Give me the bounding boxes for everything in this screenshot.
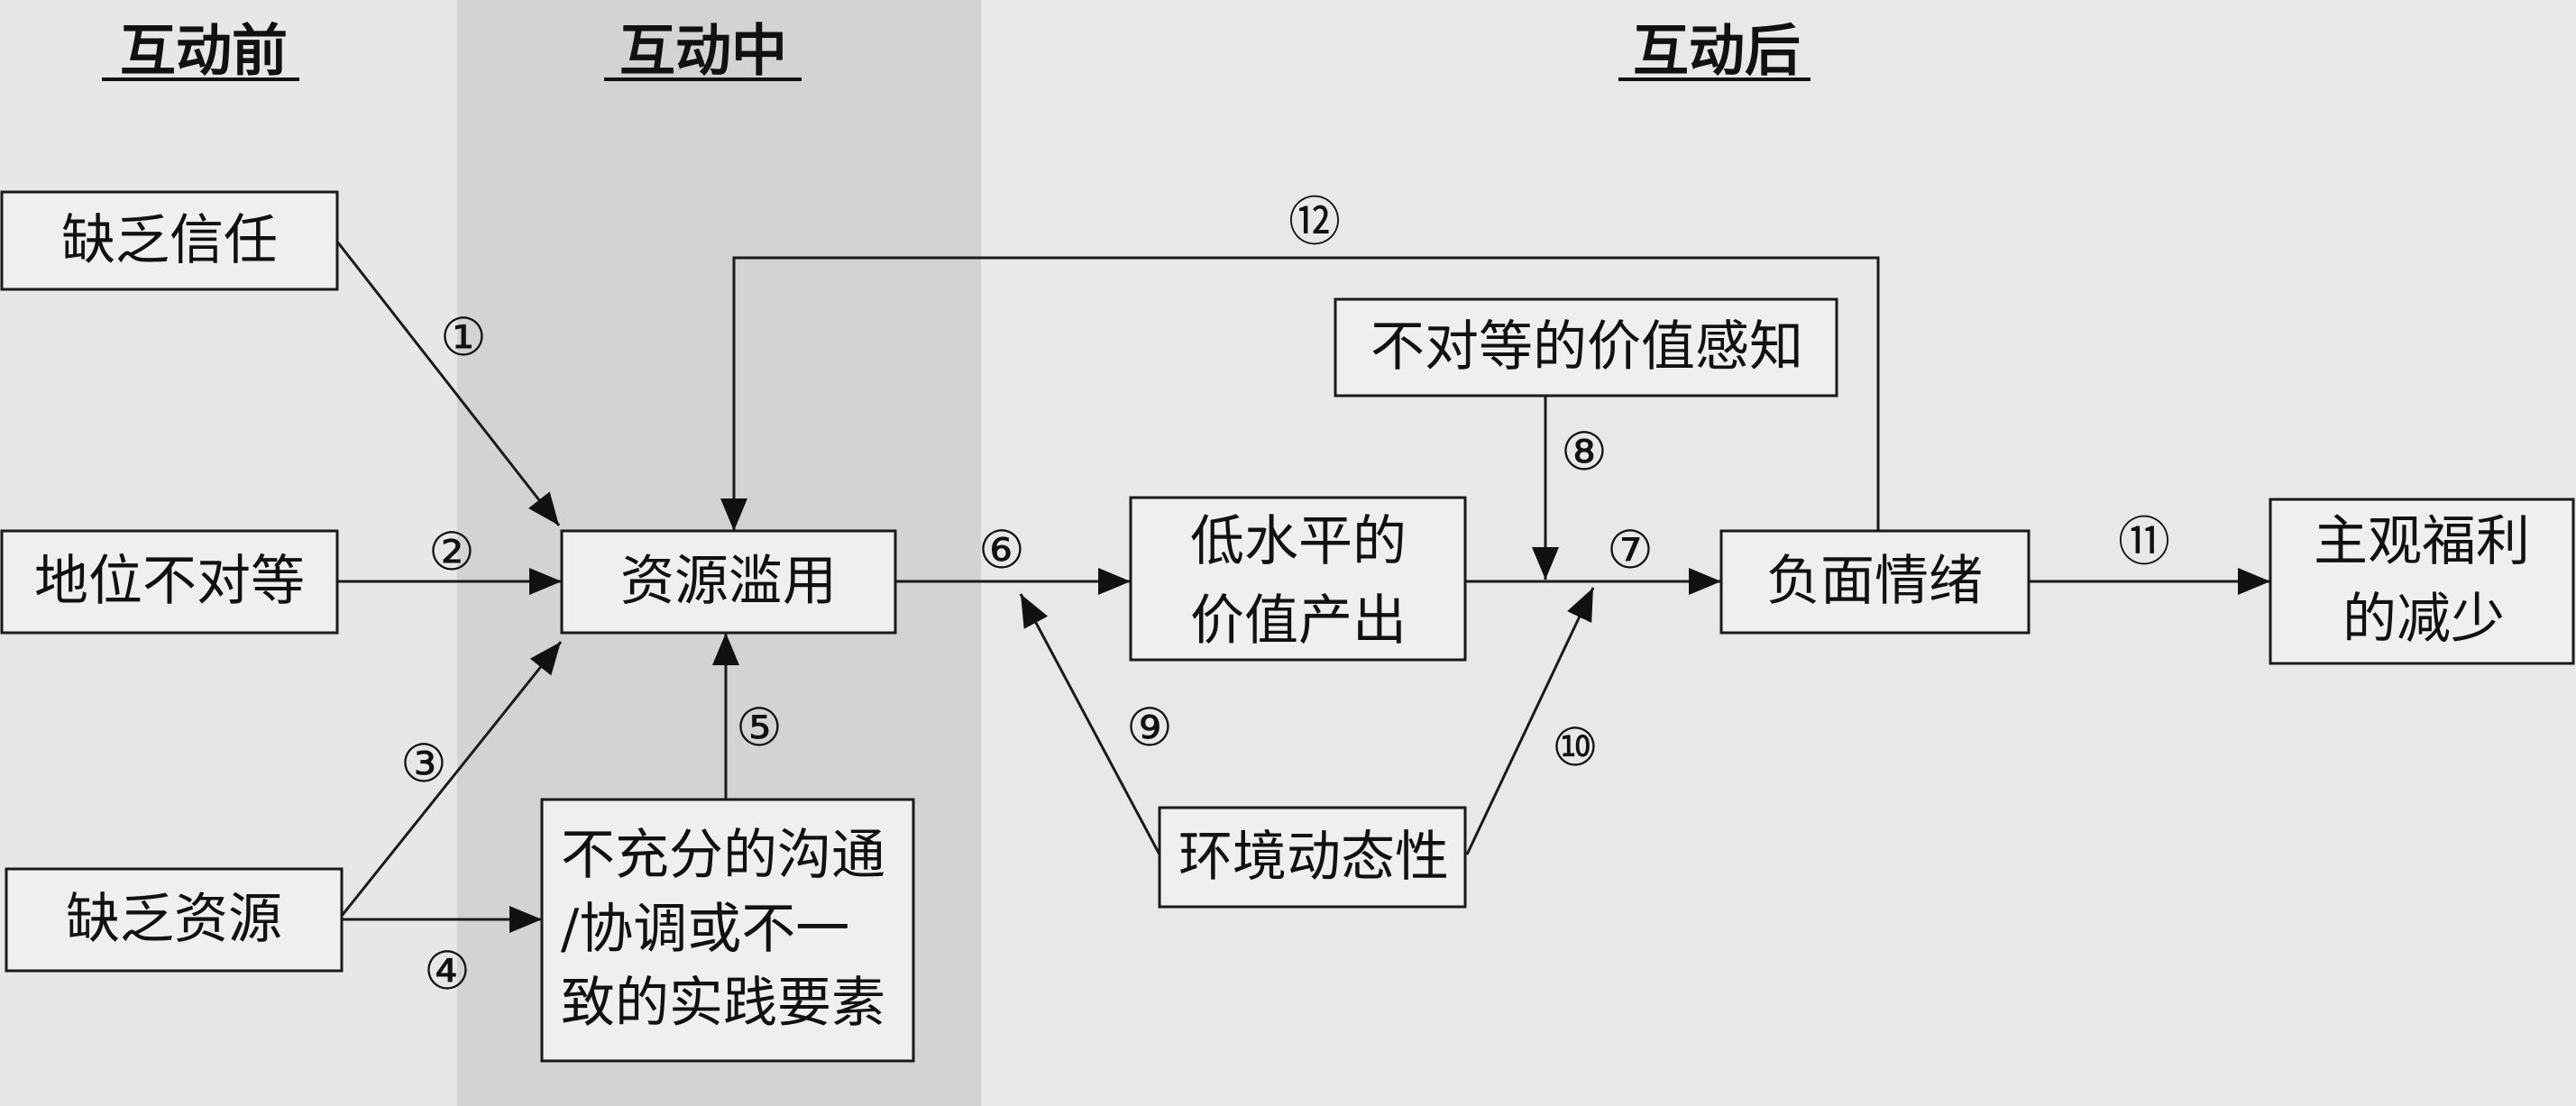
phase-after-title: 互动后 (1633, 18, 1801, 84)
node-box (540, 798, 915, 1063)
node-environmental-dynamics: 环境动态性 (1158, 806, 1467, 909)
node-negative-emotion: 负面情绪 (1719, 529, 2031, 635)
node-box (0, 529, 339, 635)
node-box (1334, 297, 1838, 398)
edge-label-11: ⑪ (2118, 511, 2170, 572)
node-inadequate-coordination: 不充分的沟通 /协调或不一 致的实践要素 (540, 798, 915, 1063)
edge-label-9: ⑨ (1126, 697, 1173, 758)
node-box (560, 529, 897, 635)
node-box (1129, 496, 1467, 662)
edge-label-1: ① (440, 306, 487, 368)
edge-label-7: ⑦ (1607, 519, 1654, 580)
node-box (0, 190, 339, 291)
phase-during-title: 互动中 (619, 18, 787, 84)
node-label: 缺乏资源 (66, 888, 282, 951)
arrow-3 (340, 641, 563, 917)
node-label-line-2: /协调或不一 (561, 898, 849, 961)
edge-label-6: ⑥ (978, 519, 1025, 580)
edge-label-4: ④ (424, 940, 471, 1001)
node-resource-misuse: 资源滥用 (560, 529, 897, 635)
node-label-line-2: 的减少 (2342, 588, 2505, 651)
node-box (1719, 529, 2031, 635)
node-label: 地位不对等 (34, 550, 305, 613)
node-label: 环境动态性 (1178, 826, 1449, 889)
node-reduced-wellbeing: 主观福利 的减少 (2269, 498, 2575, 665)
node-box (5, 867, 344, 973)
node-label: 负面情绪 (1766, 550, 1983, 613)
edge-label-3: ③ (400, 733, 447, 794)
node-label-line-3: 致的实践要素 (561, 972, 885, 1035)
edge-label-5: ⑤ (736, 697, 783, 758)
node-box (2269, 498, 2575, 665)
arrow-10 (1465, 587, 1595, 855)
arrow-1 (335, 241, 561, 526)
node-label: 不对等的价值感知 (1371, 315, 1803, 379)
node-lack-of-resources: 缺乏资源 (5, 867, 344, 973)
edge-label-10: ⑩ (1552, 717, 1599, 778)
node-label-line-1: 主观福利 (2314, 510, 2530, 573)
arrow-12 (720, 256, 1880, 531)
edge-label-8: ⑧ (1561, 421, 1608, 482)
node-box (1158, 806, 1467, 909)
node-low-value-output: 低水平的 价值产出 (1129, 496, 1467, 662)
node-lack-of-trust: 缺乏信任 (0, 190, 339, 291)
node-label-line-1: 不充分的沟通 (561, 824, 885, 887)
node-label: 缺乏信任 (61, 209, 278, 272)
phase-before-title: 互动前 (120, 18, 288, 84)
edge-label-12: ⑫ (1288, 191, 1341, 252)
node-label-line-1: 低水平的 (1190, 510, 1407, 573)
arrow-9 (1019, 593, 1161, 855)
node-label: 资源滥用 (620, 550, 837, 613)
node-label-line-2: 价值产出 (1190, 590, 1407, 653)
node-unequal-value-perception: 不对等的价值感知 (1334, 297, 1838, 398)
edge-label-2: ② (428, 521, 475, 582)
node-status-inequality: 地位不对等 (0, 529, 339, 635)
